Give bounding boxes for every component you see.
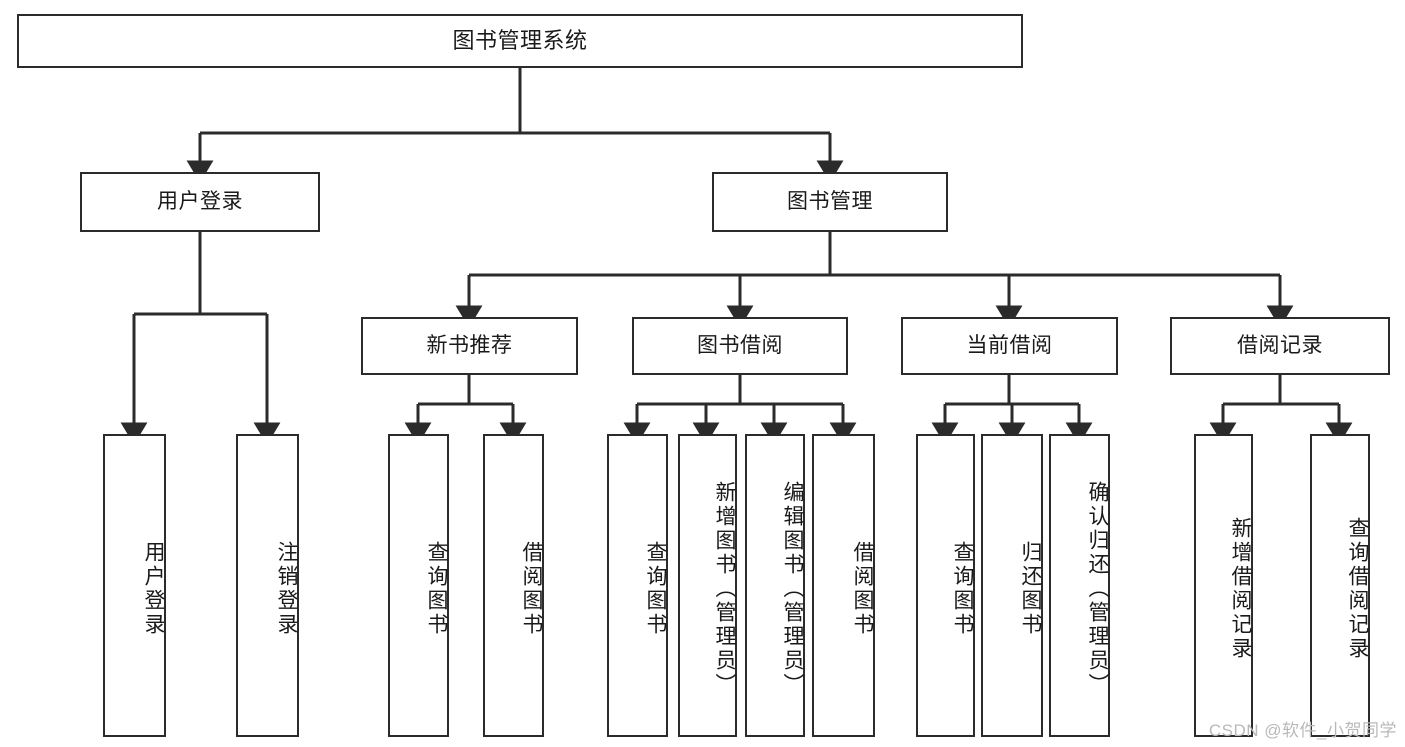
node-label: 新书推荐: [426, 333, 513, 357]
edge-root-to-level2: [186, 68, 844, 183]
leaf-return-book[interactable]: 归还图书: [981, 434, 1043, 737]
node-label: 图书管理: [787, 189, 873, 213]
leaf-logout-login[interactable]: 注销登录: [236, 434, 299, 737]
node-borrow-record[interactable]: 借阅记录: [1170, 317, 1390, 375]
node-label: 查询图书: [425, 540, 448, 637]
leaf-borrow-book-new-recommend[interactable]: 借阅图书: [483, 434, 544, 737]
node-label: 借阅图书: [520, 540, 543, 637]
node-label: 图书借阅: [697, 333, 783, 357]
node-label: 当前借阅: [966, 333, 1053, 357]
node-label: 注销登录: [275, 540, 298, 637]
leaf-query-borrow-record[interactable]: 查询借阅记录: [1310, 434, 1370, 737]
leaf-add-borrow-record[interactable]: 新增借阅记录: [1194, 434, 1253, 737]
edge-userlogin-to-leaves: [120, 232, 281, 445]
node-label: 确认归还（管理员）: [1086, 480, 1109, 697]
leaf-confirm-return-admin[interactable]: 确认归还（管理员）: [1049, 434, 1110, 737]
leaf-query-book-current[interactable]: 查询图书: [916, 434, 975, 737]
edge-borrowrecord-to-leaves: [1209, 375, 1353, 445]
node-label: 新增图书（管理员）: [713, 480, 736, 697]
leaf-edit-book-admin[interactable]: 编辑图书（管理员）: [745, 434, 805, 737]
node-new-book-recommend[interactable]: 新书推荐: [361, 317, 578, 375]
node-user-login[interactable]: 用户登录: [80, 172, 320, 232]
node-label: 查询图书: [951, 540, 974, 637]
node-label: 查询借阅记录: [1346, 516, 1369, 661]
node-label: 图书管理系统: [452, 28, 588, 54]
node-label: 借阅记录: [1237, 333, 1323, 357]
edge-newbook-to-leaves: [404, 375, 527, 445]
edge-bookborrow-to-leaves: [623, 375, 857, 445]
node-current-borrow[interactable]: 当前借阅: [901, 317, 1118, 375]
node-label: 用户登录: [157, 189, 243, 213]
node-label: 编辑图书（管理员）: [781, 480, 804, 697]
edge-bookmanage-to-level3: [455, 232, 1294, 328]
leaf-add-book-admin[interactable]: 新增图书（管理员）: [678, 434, 737, 737]
edge-currentborrow-to-leaves: [931, 375, 1093, 445]
node-book-management[interactable]: 图书管理: [712, 172, 948, 232]
leaf-query-book-borrow[interactable]: 查询图书: [607, 434, 668, 737]
node-book-borrow[interactable]: 图书借阅: [632, 317, 848, 375]
node-label: 用户登录: [142, 540, 165, 637]
node-label: 查询图书: [644, 540, 667, 637]
leaf-query-book-new-recommend[interactable]: 查询图书: [388, 434, 449, 737]
leaf-user-login[interactable]: 用户登录: [103, 434, 166, 737]
node-root-book-management-system[interactable]: 图书管理系统: [17, 14, 1023, 68]
leaf-borrow-book[interactable]: 借阅图书: [812, 434, 875, 737]
node-label: 新增借阅记录: [1229, 516, 1252, 661]
node-label: 借阅图书: [851, 540, 874, 637]
node-label: 归还图书: [1019, 540, 1042, 637]
